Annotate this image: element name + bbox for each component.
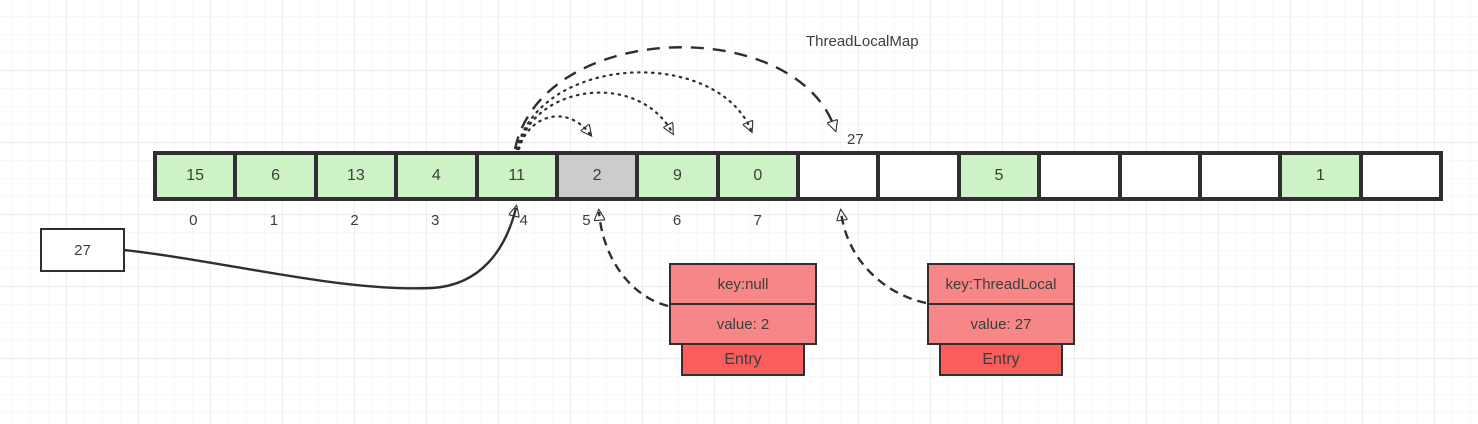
- array-index-6: 6: [672, 212, 682, 229]
- probe-arc-slot6: [516, 91, 672, 151]
- entry-tab-label: Entry: [724, 350, 762, 368]
- probe-value-label: 27: [847, 131, 864, 148]
- entry-value-row: value: 2: [669, 303, 817, 345]
- array-cell-2: 13: [315, 153, 397, 199]
- array-cell-0: 15: [155, 153, 236, 199]
- entry-tab: Entry: [939, 343, 1063, 376]
- entry-value-row: value: 27: [927, 303, 1075, 345]
- value-27-box: 27: [40, 228, 125, 272]
- entry-tab-label: Entry: [982, 350, 1020, 368]
- array-index-row: 0 1 2 3 4 5 6 7: [153, 212, 1443, 232]
- array-cell-6: 9: [637, 153, 718, 199]
- probe-arc-slot7: [515, 71, 751, 151]
- entry-value-label: value: 27: [970, 315, 1032, 333]
- array-index-3: 3: [431, 212, 440, 229]
- array-index-1: 1: [269, 212, 279, 229]
- probe-arc-slot8: [513, 46, 835, 150]
- entry-key-row: key:null: [669, 263, 817, 305]
- entry-box-stale: key:null value: 2 Entry: [669, 263, 817, 376]
- array-cell-13: [1199, 153, 1281, 199]
- array-cell-12: [1119, 153, 1200, 199]
- array-index-5: 5: [582, 212, 591, 229]
- array-cell-4: 11: [476, 153, 557, 199]
- array-cell-15: [1360, 153, 1441, 199]
- array-index-13: [1201, 212, 1282, 232]
- entry-key-label: key:ThreadLocal: [945, 275, 1057, 293]
- array-cell-3: 4: [396, 153, 477, 199]
- array-index-7: 7: [753, 212, 762, 229]
- array-index-11: [1040, 212, 1121, 232]
- array-index-15: [1362, 212, 1443, 232]
- array-cell-14: 1: [1280, 153, 1361, 199]
- array-cell-10: 5: [958, 153, 1040, 199]
- array-index-12: [1121, 212, 1202, 232]
- array-cell-11: [1039, 153, 1120, 199]
- entry-key-row: key:ThreadLocal: [927, 263, 1075, 305]
- array-index-9: [879, 212, 960, 232]
- value-27-label: 27: [74, 241, 91, 259]
- entry-tab: Entry: [681, 343, 805, 376]
- entry-value-label: value: 2: [716, 315, 770, 333]
- array-cell-5: 2: [556, 153, 638, 199]
- array-index-0: 0: [189, 212, 198, 229]
- entry-key-label: key:null: [717, 275, 769, 293]
- array-cell-7: 0: [717, 153, 798, 199]
- entry-box-threadlocal: key:ThreadLocal value: 27 Entry: [927, 263, 1075, 376]
- array-index-2: 2: [350, 212, 359, 229]
- array-cell-8: [798, 153, 879, 199]
- array-index-8: [798, 212, 879, 232]
- diagram-title: ThreadLocalMap: [806, 33, 919, 50]
- hash-table-array: 15 6 13 4 11 2 9 0 5 1: [153, 151, 1443, 201]
- array-cell-9: [878, 153, 959, 199]
- probe-arc-slot5: [517, 115, 590, 151]
- array-index-14: [1282, 212, 1363, 232]
- array-index-4: 4: [519, 212, 528, 229]
- array-index-10: [959, 212, 1040, 232]
- array-cell-1: 6: [235, 153, 316, 199]
